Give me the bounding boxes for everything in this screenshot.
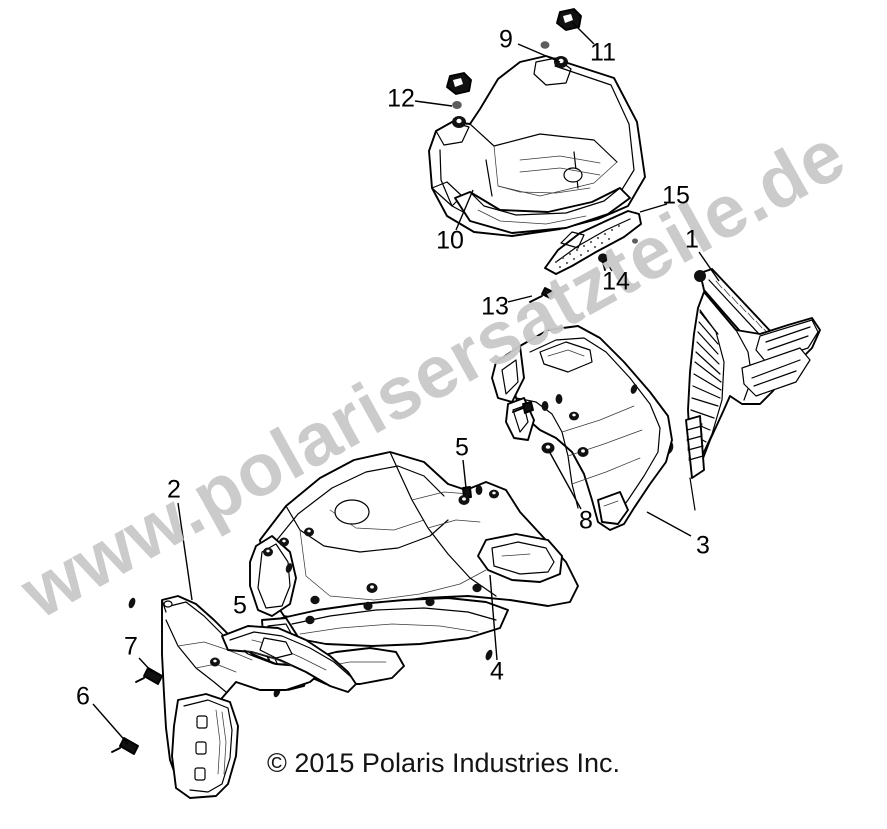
part-1-air-intake-vent-grille [662, 268, 821, 511]
callout-5-upper: 5 [455, 433, 469, 462]
fasteners-part-4 [263, 485, 499, 698]
fastener-8-push-rivet [541, 442, 555, 454]
callout-14: 14 [602, 267, 630, 296]
callout-8: 8 [579, 506, 593, 535]
callout-12: 12 [387, 84, 415, 113]
callout-10: 10 [436, 226, 464, 255]
callout-leader-lines [92, 21, 720, 745]
callout-5-lower: 5 [233, 591, 247, 620]
part-2-left-front-fender [161, 595, 357, 799]
fastener-13-screw [529, 287, 554, 303]
callout-7: 7 [124, 632, 138, 661]
fasteners-part-2 [111, 597, 220, 755]
callout-4: 4 [490, 657, 504, 686]
callout-1: 1 [685, 225, 699, 254]
copyright-notice: © 2015 Polaris Industries Inc. [266, 748, 621, 778]
part-15-hood-latch-trim [544, 210, 642, 275]
part-3-right-side-panel [491, 325, 673, 531]
callout-13: 13 [481, 292, 509, 321]
callout-9: 9 [499, 25, 513, 54]
fastener-12-nut [446, 72, 472, 128]
callout-3: 3 [696, 531, 710, 560]
fasteners-part-3 [512, 384, 638, 457]
callout-6: 6 [76, 682, 90, 711]
callout-2: 2 [167, 475, 181, 504]
callout-15: 15 [662, 181, 690, 210]
part-10-hood-assembly [428, 55, 646, 237]
callout-11: 11 [590, 38, 616, 67]
fastener-9-nut [540, 41, 568, 68]
